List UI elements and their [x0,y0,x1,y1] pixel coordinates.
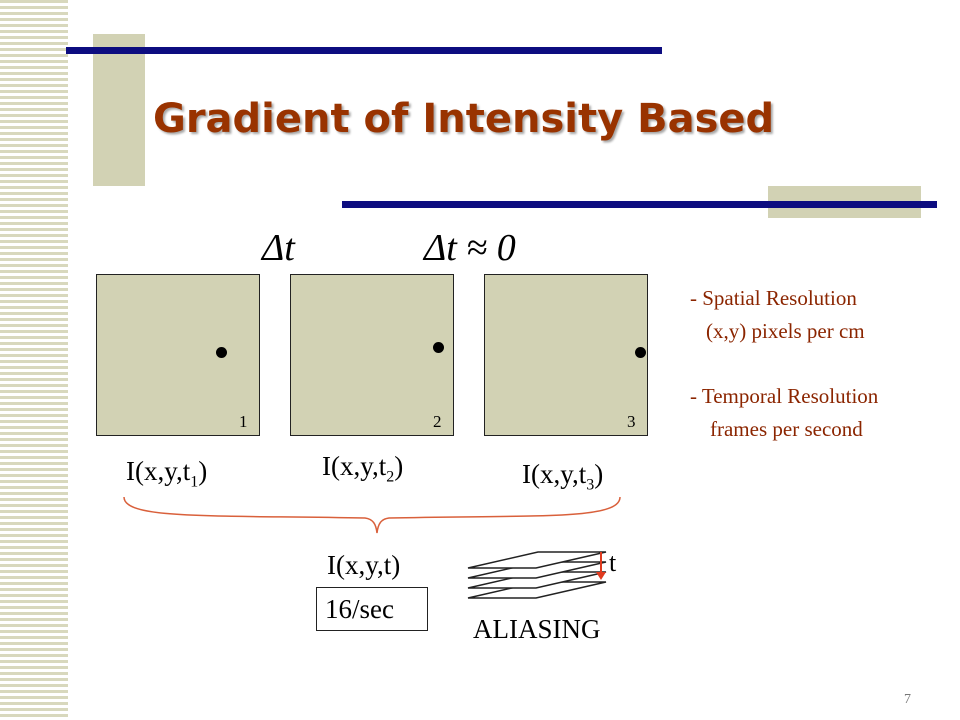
delta-t-approx-label: Δt ≈ 0 [424,227,516,269]
time-label: t [609,548,617,577]
frame-rate-box: 16/sec [316,587,428,631]
temporal-resolution-detail: frames per second [710,417,863,441]
frame-number: 2 [433,412,442,431]
frame-stack-icon [467,551,607,599]
decorative-stripes [0,0,68,720]
page-number: 7 [904,692,911,707]
slide-title: Gradient of Intensity Based [153,96,775,142]
frame-3: 3 [484,274,648,436]
frame-label-2: I(x,y,t2) [322,451,404,486]
title-accent-block [93,34,145,186]
curly-brace [123,496,621,534]
spatial-resolution-detail: (x,y) pixels per cm [706,319,865,343]
time-arrow-icon [596,552,606,580]
frame-number: 3 [627,412,636,431]
frame-2: 2 [290,274,454,436]
spatial-resolution-note: - Spatial Resolution [690,286,857,310]
aliasing-label: ALIASING [473,614,601,644]
temporal-resolution-note: - Temporal Resolution [690,384,879,408]
frame-point [433,342,444,353]
delta-t-label: Δt [262,227,295,269]
frame-label-3: I(x,y,t3) [522,459,604,494]
frame-point [216,347,227,358]
title-top-rule [66,47,662,54]
frame-label-1: I(x,y,t1) [126,456,208,491]
frame-1: 1 [96,274,260,436]
title-bottom-rule [342,201,937,208]
combined-intensity-label: I(x,y,t) [327,550,401,580]
frame-number: 1 [239,412,248,431]
frame-point [635,347,646,358]
